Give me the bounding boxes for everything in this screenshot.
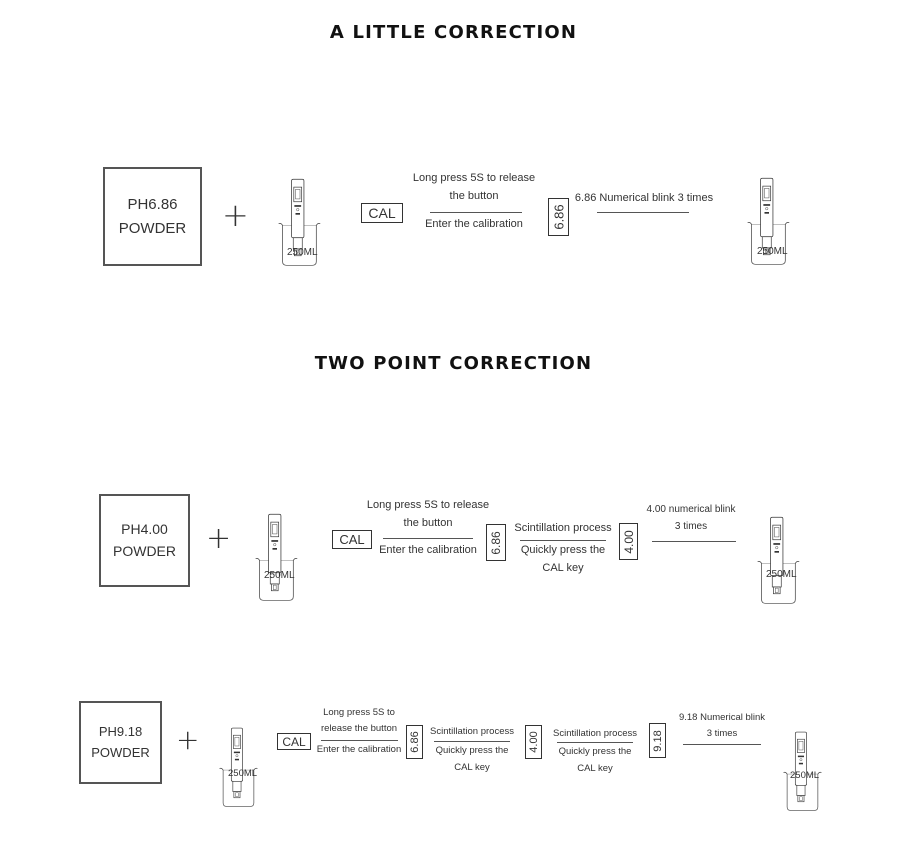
- plus-sign: +: [206, 521, 232, 556]
- scintillation-step-line2: CAL key: [454, 762, 490, 773]
- powder-label: POWDER: [91, 744, 150, 760]
- beaker-volume-label: 250ML: [264, 570, 295, 581]
- display-reading: 4.00: [621, 529, 636, 554]
- display-reading-box: 9.18: [649, 723, 666, 758]
- step-long-press-line2: the button: [403, 517, 453, 529]
- scintillation-step-line2: CAL key: [577, 763, 613, 774]
- cal-key: CAL: [332, 530, 372, 549]
- scintillation-step-line1: Quickly press the: [520, 544, 606, 556]
- beaker-with-pen-icon: [255, 513, 298, 601]
- scintillation-title: Scintillation process: [514, 522, 612, 534]
- step-long-press-line1: Long press 5S to: [323, 707, 395, 718]
- scintillation-step-line1: Quickly press the: [558, 746, 632, 757]
- ph686-powder-box: PH6.86 POWDER: [103, 167, 202, 266]
- scintillation-title: Scintillation process: [553, 728, 637, 739]
- plus-sign: +: [176, 723, 200, 756]
- display-reading: 6.86: [489, 530, 503, 555]
- powder-ph-label: PH6.86: [127, 196, 178, 214]
- divider-line: [520, 540, 606, 541]
- beaker-with-pen-icon: [219, 727, 258, 807]
- divider-line: [557, 742, 633, 743]
- divider-line: [597, 212, 689, 213]
- display-reading-box: 6.86: [406, 725, 423, 759]
- ph918-powder-box: PH9.18 POWDER: [79, 701, 162, 784]
- step-enter-calibration: Enter the calibration: [425, 218, 523, 230]
- beaker-volume-label: 250ML: [766, 569, 797, 580]
- display-reading: 9.18: [651, 729, 664, 752]
- powder-ph-label: PH9.18: [98, 724, 143, 740]
- beaker-with-pen-icon: [757, 516, 800, 604]
- step-enter-calibration: Enter the calibration: [379, 544, 477, 556]
- cal-key: CAL: [361, 203, 403, 223]
- blink-note-line1: 4.00 numerical blink: [646, 504, 736, 515]
- blink-note-line1: 9.18 Numerical blink: [678, 712, 766, 723]
- divider-line: [383, 538, 473, 539]
- divider-line: [321, 740, 398, 741]
- title-two-point-correction: TWO POINT CORRECTION: [314, 353, 593, 374]
- step-long-press-line2: release the button: [320, 723, 398, 734]
- scintillation-title: Scintillation process: [430, 726, 514, 737]
- ph400-powder-box: PH4.00 POWDER: [99, 494, 190, 587]
- display-reading: 4.00: [527, 731, 540, 753]
- beaker-volume-label: 250ML: [790, 770, 820, 781]
- blink-note: 6.86 Numerical blink 3 times: [574, 192, 714, 204]
- display-reading-box: 4.00: [619, 523, 638, 560]
- display-reading-box: 4.00: [525, 725, 542, 759]
- beaker-volume-label: 250ML: [287, 247, 318, 258]
- divider-line: [683, 744, 761, 745]
- cal-key: CAL: [277, 733, 311, 750]
- scintillation-step-line2: CAL key: [542, 562, 584, 574]
- blink-note-line2: 3 times: [706, 728, 738, 739]
- blink-note-line2: 3 times: [674, 521, 708, 532]
- divider-line: [434, 741, 510, 742]
- scintillation-step-line1: Quickly press the: [435, 745, 509, 756]
- divider-line: [430, 212, 522, 213]
- powder-label: POWDER: [118, 219, 187, 237]
- display-reading: 6.86: [408, 731, 421, 753]
- display-reading: 6.86: [551, 204, 566, 230]
- beaker-volume-label: 250ML: [757, 246, 788, 257]
- plus-sign: +: [222, 196, 249, 234]
- step-long-press-line1: Long press 5S to release: [366, 499, 490, 511]
- display-reading-box: 6.86: [548, 198, 569, 236]
- step-long-press-line1: Long press 5S to release: [412, 172, 536, 184]
- beaker-volume-label: 250ML: [228, 768, 258, 779]
- step-enter-calibration: Enter the calibration: [316, 744, 402, 755]
- divider-line: [652, 541, 736, 542]
- step-long-press-line2: the button: [449, 190, 499, 202]
- title-little-correction: A LITTLE CORRECTION: [329, 22, 578, 43]
- powder-ph-label: PH4.00: [121, 520, 168, 537]
- display-reading-box: 6.86: [486, 524, 506, 561]
- powder-label: POWDER: [113, 542, 176, 559]
